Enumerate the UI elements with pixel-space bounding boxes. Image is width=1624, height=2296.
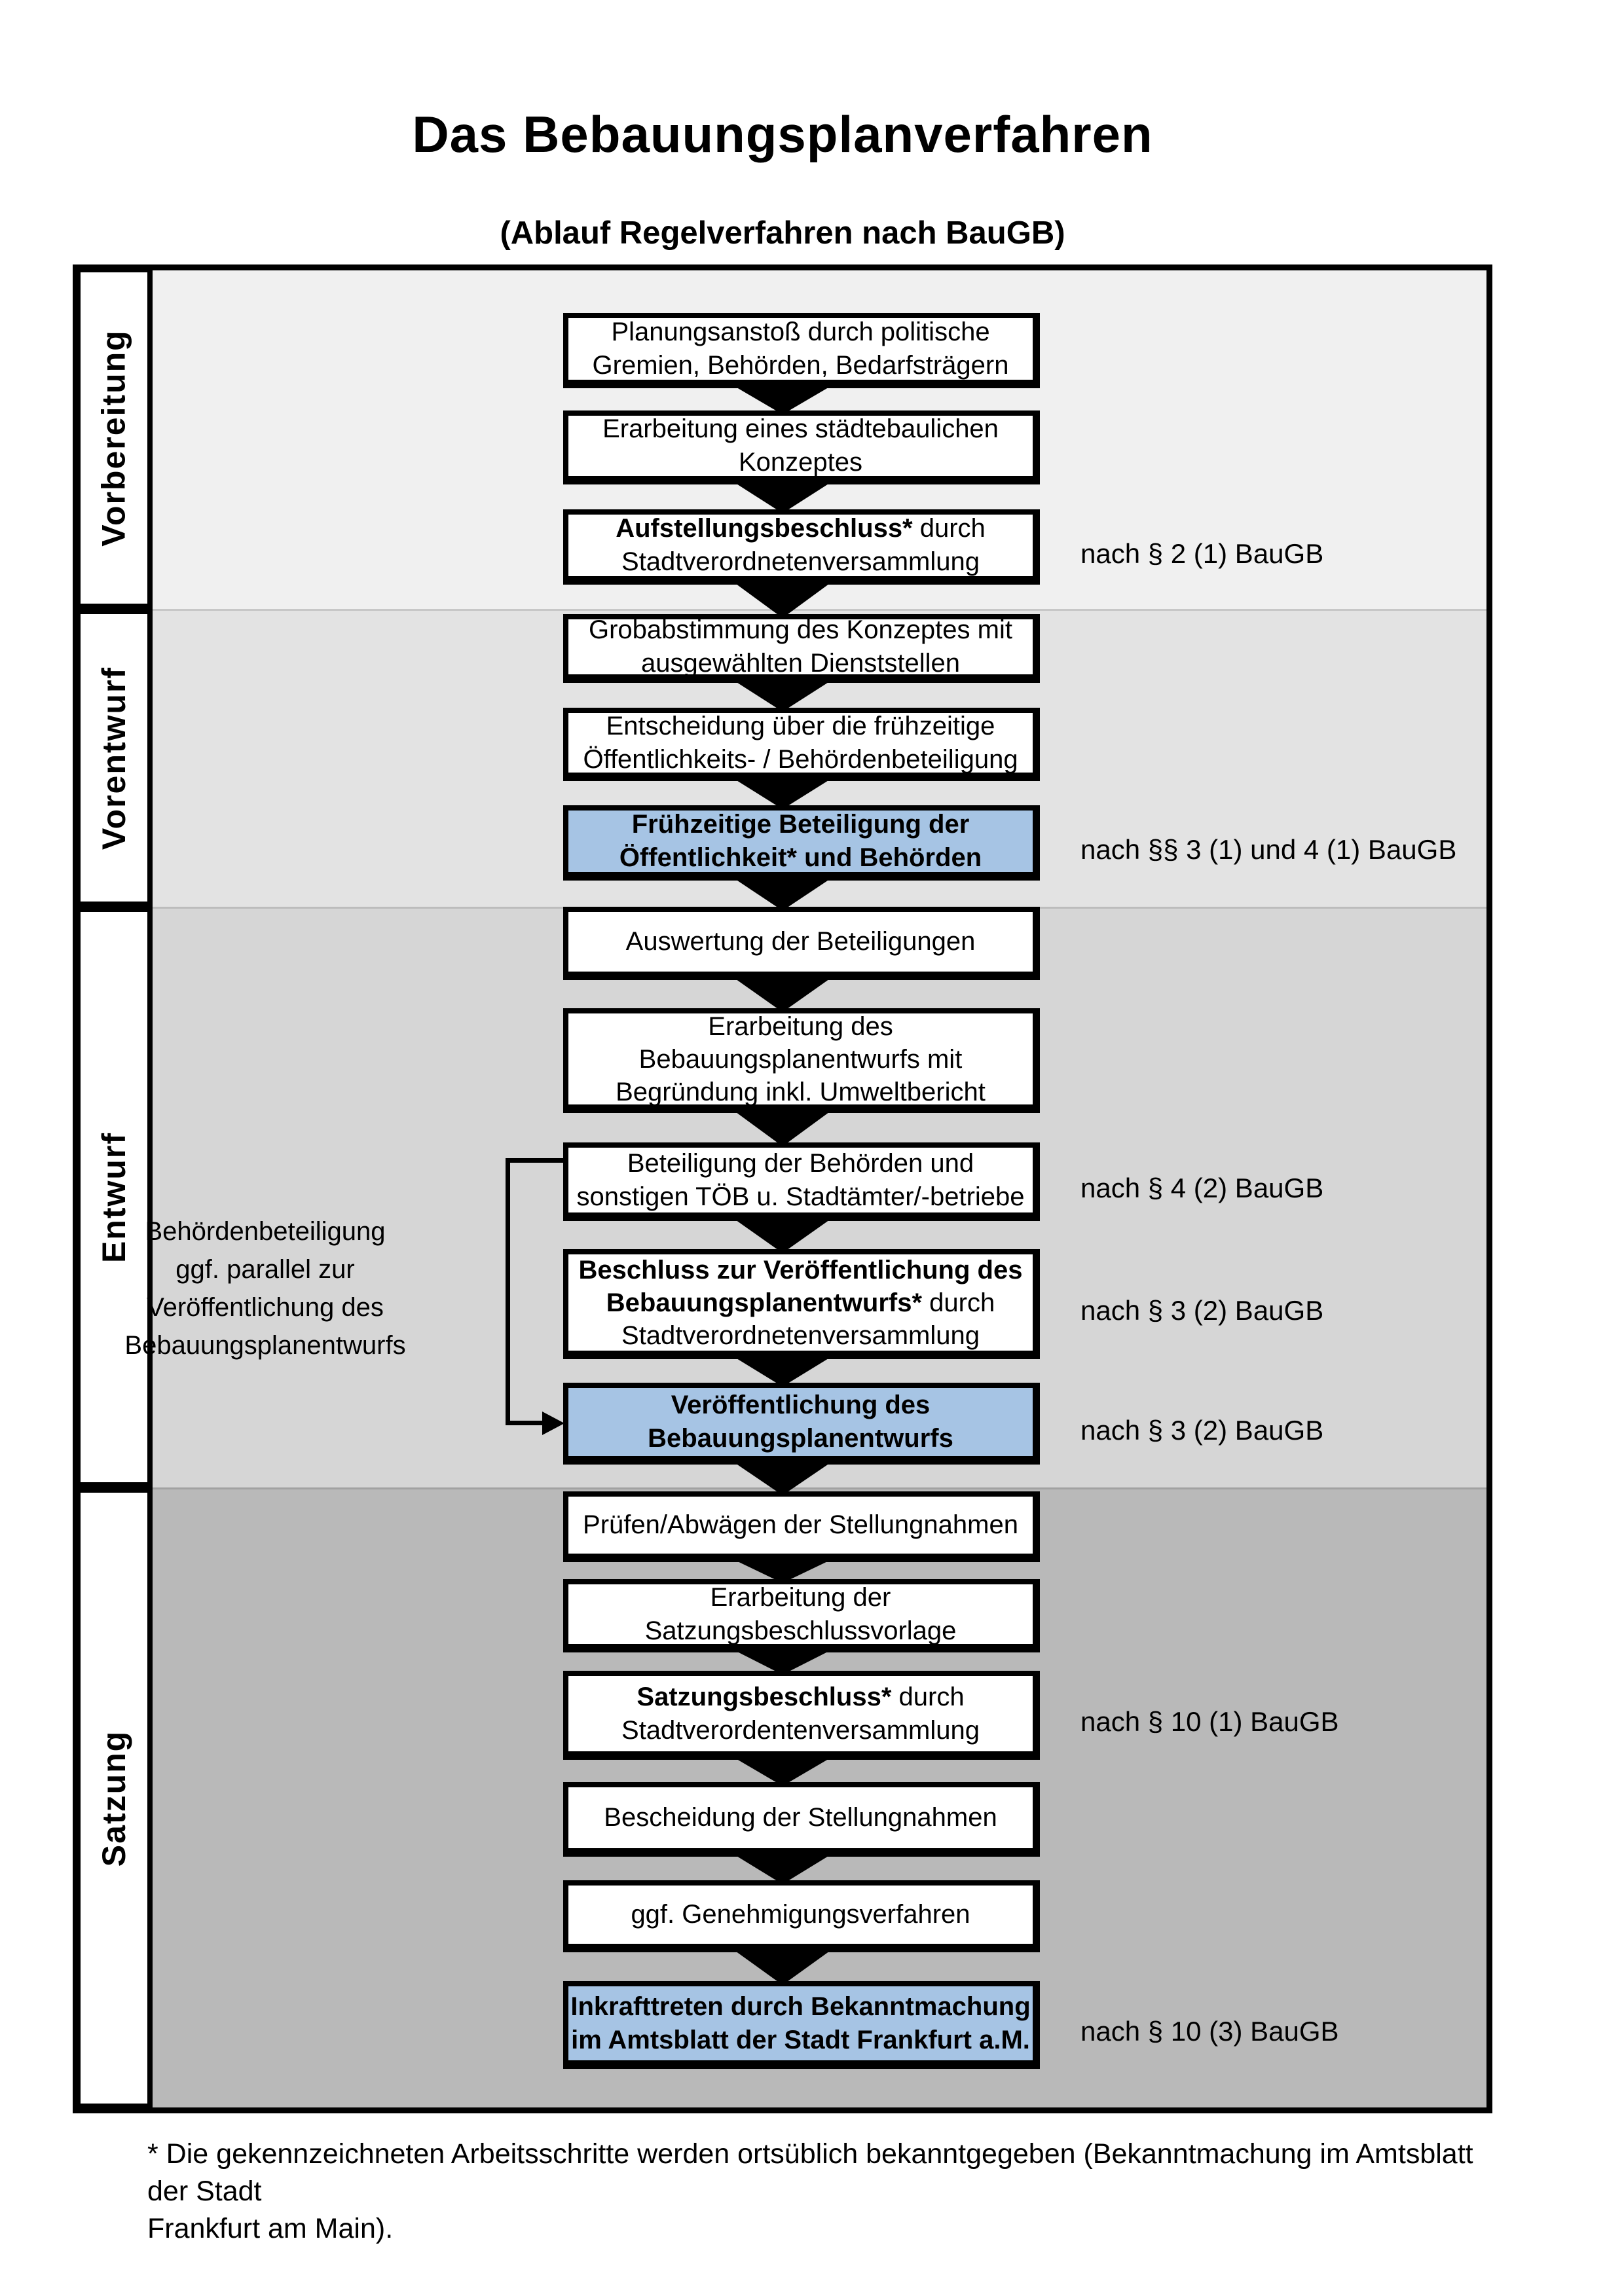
step-text-line: Erarbeitung eines städtebaulichen — [602, 414, 999, 443]
parallel-process-note-line: Veröffentlichung des — [147, 1293, 384, 1322]
step-text-line: Frühzeitige Beteiligung der — [631, 810, 970, 839]
step-text-line: Stadtverordnetenversammlung — [621, 547, 980, 576]
step-text-line: Gremien, Behörden, Bedarfsträgern — [592, 351, 1009, 380]
step-text-line: ausgewählten Dienststellen — [641, 649, 960, 678]
step-text-line: Erarbeitung des — [708, 1011, 893, 1041]
step-text-line: Entscheidung über die frühzeitige — [606, 711, 995, 740]
step-text-line: Öffentlichkeits- / Behördenbeteiligung — [583, 744, 1018, 774]
phase-label: Vorentwurf — [96, 666, 132, 850]
step-text-line: Bebauungsplanentwurfs — [648, 1424, 953, 1453]
step-text-line: ggf. Genehmigungsverfahren — [631, 1900, 970, 1929]
parallel-process-note-line: Bebauungsplanentwurfs — [124, 1331, 406, 1360]
step-text-line: Bebauungsplanentwurfs mit — [638, 1044, 963, 1074]
step-text-line: Prüfen/Abwägen der Stellungnahmen — [583, 1510, 1018, 1539]
step-box-pruefen-abwaegen: Prüfen/Abwägen der Stellungnahmen — [563, 1491, 1040, 1562]
legal-reference: nach § 2 (1) BauGB — [1080, 538, 1324, 569]
step-box-bescheidung-stellungnahmen: Bescheidung der Stellungnahmen — [563, 1782, 1040, 1857]
step-text-line: Aufstellungsbeschluss* durch — [616, 514, 986, 543]
step-text-line: im Amtsblatt der Stadt Frankfurt a.M. — [571, 2025, 1030, 2054]
step-text-line: Satzungsbeschluss* durch — [637, 1682, 965, 1711]
connector-bottom-segment — [506, 1421, 545, 1425]
legal-reference: nach § 3 (2) BauGB — [1080, 1414, 1324, 1446]
step-text-line: Beschluss zur Veröffentlichung des — [578, 1255, 1023, 1285]
step-text-line: Öffentlichkeit* und Behörden — [619, 843, 982, 872]
page-title: Das Bebauungsplanverfahren — [412, 105, 1153, 163]
footnote: * Die gekennzeichneten Arbeitsschritte w… — [147, 2138, 1489, 2244]
step-text-line: Begründung inkl. Umweltbericht — [616, 1077, 986, 1106]
step-text-line: sonstigen TÖB u. Stadtämter/-betriebe — [576, 1182, 1025, 1211]
phase-cell-vorentwurf: Vorentwurf — [75, 609, 153, 907]
step-text-line: Auswertung der Beteiligungen — [625, 927, 976, 956]
step-text-line: Bebauungsplanentwurfs* durch — [606, 1288, 995, 1317]
legal-reference: nach § 3 (2) BauGB — [1080, 1295, 1324, 1326]
step-text-line: Inkrafttreten durch Bekanntmachung — [570, 1992, 1031, 2021]
legal-reference: nach §§ 3 (1) und 4 (1) BauGB — [1080, 833, 1457, 865]
connector-top-segment — [506, 1158, 564, 1163]
legal-reference: nach § 10 (1) BauGB — [1080, 1706, 1339, 1737]
step-text-line: Stadtverordnetenversammlung — [621, 1321, 980, 1350]
step-box-beteiligung-behoerden: Beteiligung der Behörden und sonstigen TÖ… — [563, 1142, 1040, 1221]
legal-reference: nach § 4 (2) BauGB — [1080, 1173, 1324, 1203]
step-box-auswertung-beteiligungen: Auswertung der Beteiligungen — [563, 907, 1040, 980]
page-subtitle: (Ablauf Regelverfahren nach BauGB) — [500, 215, 1065, 251]
phase-label: Vorbereitung — [96, 329, 133, 547]
step-text-line: Stadtverordentenversammlung — [621, 1715, 980, 1745]
step-text-line: Bescheidung der Stellungnahmen — [604, 1803, 997, 1832]
connector-arrowhead-icon — [542, 1412, 564, 1435]
phase-cell-vorbereitung: Vorbereitung — [75, 267, 153, 609]
step-text-line: Veröffentlichung des — [671, 1391, 931, 1419]
parallel-process-note-line: ggf. parallel zur — [175, 1255, 355, 1284]
step-box-grobabstimmung: Grobabstimmung des Konzeptes mit ausgewäh… — [563, 614, 1040, 683]
phase-label: Satzung — [96, 1730, 132, 1867]
step-text-line: Erarbeitung der — [710, 1582, 891, 1612]
connector-vertical-line — [506, 1158, 510, 1425]
phase-cell-entwurf: Entwurf — [75, 907, 153, 1487]
legal-reference: nach § 10 (3) BauGB — [1080, 2016, 1339, 2047]
step-text-line: Planungsanstoß durch politische — [611, 318, 990, 346]
step-text-line: Beteiligung der Behörden und — [627, 1148, 974, 1178]
phase-cell-satzung: Satzung — [75, 1487, 153, 2109]
step-box-genehmigungsverfahren: ggf. Genehmigungsverfahren — [563, 1880, 1040, 1952]
step-text-line: Satzungsbeschlussvorlage — [644, 1616, 957, 1645]
parallel-process-note-line: Behördenbeteiligung — [145, 1217, 386, 1246]
step-text-line: Konzeptes — [738, 448, 863, 477]
step-text-line: Grobabstimmung des Konzeptes mit — [589, 615, 1012, 644]
step-box-inkrafttreten: Inkrafttreten durch Bekanntmachung im Amt… — [563, 1981, 1040, 2069]
